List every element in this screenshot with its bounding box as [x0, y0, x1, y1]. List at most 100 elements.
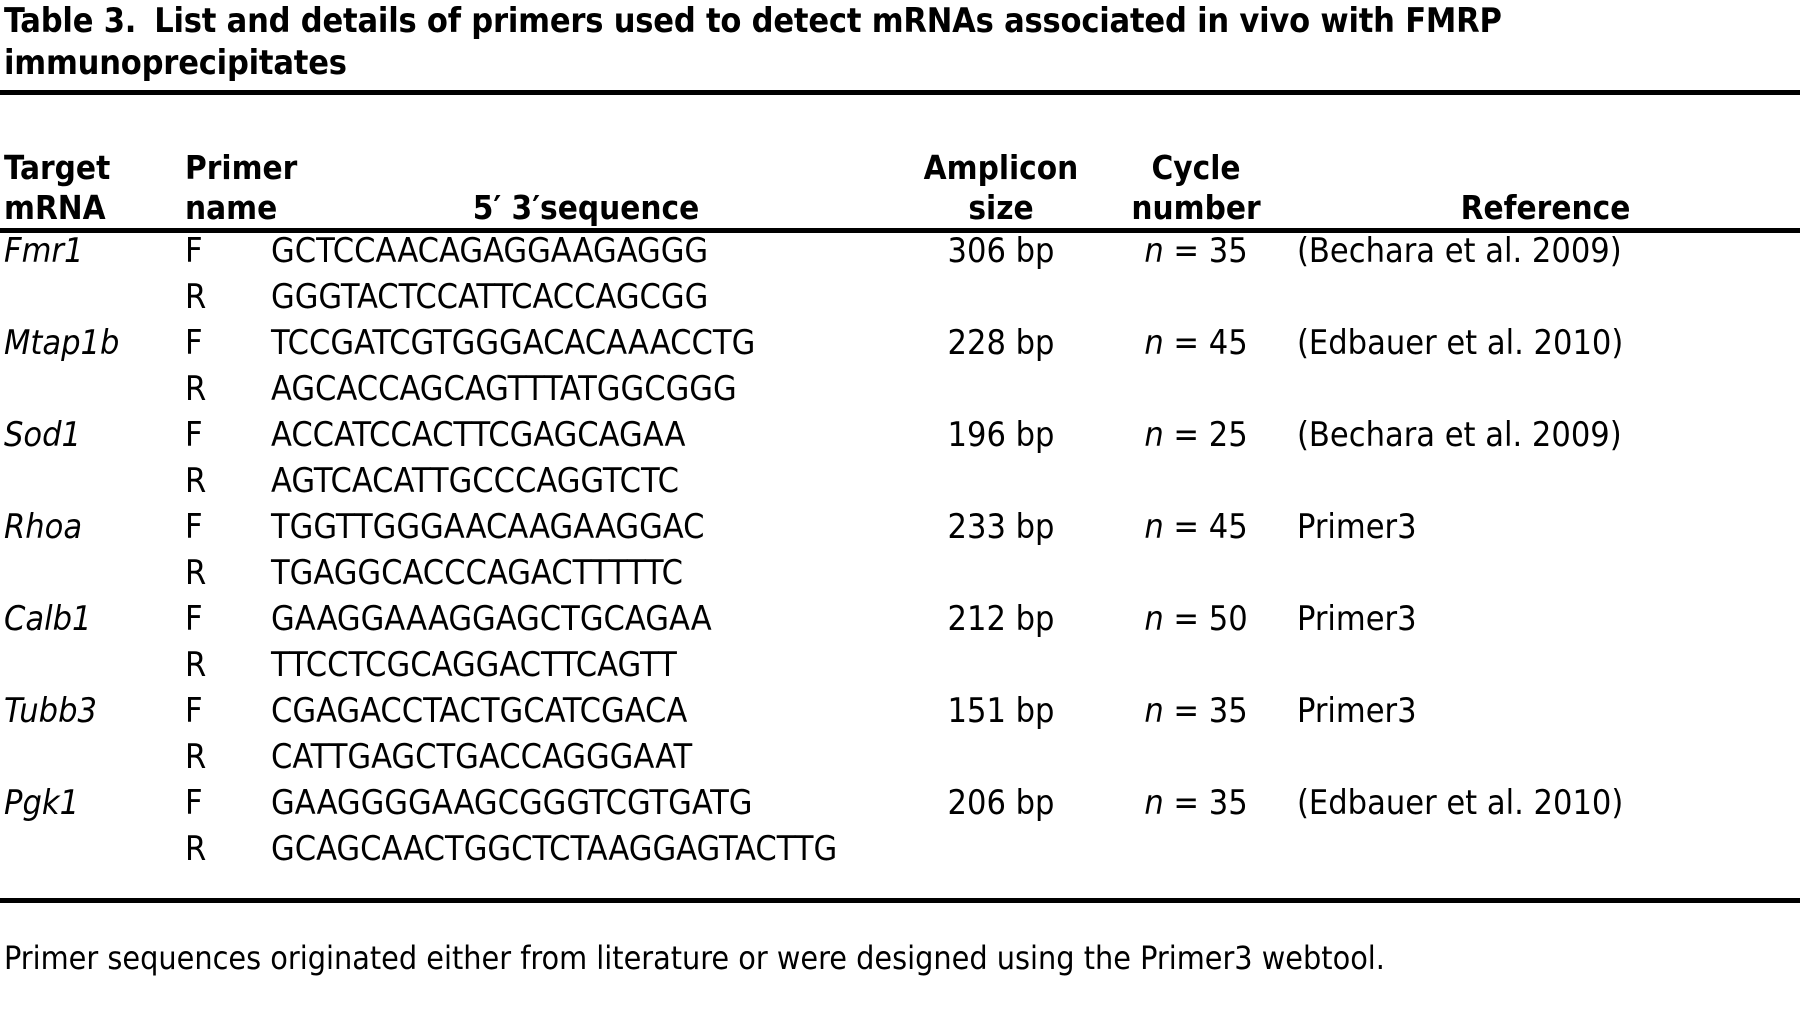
cell-sequence-reverse: AGTCACATTGCCCAGGTCTC [271, 461, 680, 501]
cell-reference: Primer3 [1297, 691, 1417, 731]
cell-primer-direction-forward: F [185, 507, 203, 547]
cycle-n-symbol: n [1144, 231, 1164, 271]
column-header-target-line2: mRNA [4, 188, 106, 227]
cell-reference-continued [1291, 366, 1800, 412]
cell-reference: (Bechara et al. 2009) [1297, 415, 1622, 455]
cell-cycle-number: n = 25 [1101, 412, 1291, 458]
cell-cycle-number-continued [1101, 458, 1291, 504]
column-header-primer-name: Primer name [185, 100, 298, 228]
table-row: Mtap1b F TCCGATCGTGGGACACAAACCTG 228 bp n = … [0, 320, 1800, 366]
cell-cycle-number: n = 45 [1101, 320, 1291, 366]
cell-sequence-forward: TGGTTGGGAACAAGAAGGAC [271, 507, 705, 547]
cell-amplicon-size-continued [901, 458, 1101, 504]
table-row: R TGAGGCACCCAGACTTTTTC [0, 550, 1800, 596]
column-header-amplicon-line2: size [968, 188, 1034, 227]
cell-reference-continued [1291, 734, 1800, 780]
cycle-value: = 35 [1173, 691, 1248, 731]
cell-amplicon-size-continued [901, 642, 1101, 688]
cell-primer-direction-forward: F [185, 323, 203, 363]
cell-primer-direction-reverse: R [185, 277, 207, 317]
cell-amplicon-size: 306 bp [947, 231, 1055, 271]
cell-sequence-reverse: TTCCTCGCAGGACTTCAGTT [271, 645, 677, 685]
cell-target-mrna: Sod1 [4, 415, 82, 455]
cell-sequence-reverse: TGAGGCACCCAGACTTTTTC [271, 553, 683, 593]
cell-amplicon-size: 212 bp [947, 599, 1055, 639]
column-header-reference: Reference [1460, 188, 1631, 227]
cycle-n-symbol: n [1144, 599, 1164, 639]
cell-reference-continued [1291, 458, 1800, 504]
cell-primer-direction-forward: F [185, 599, 203, 639]
table-row: R GGGTACTCCATTCACCAGCGG [0, 274, 1800, 320]
cell-cycle-number-continued [1101, 366, 1291, 412]
cell-target-mrna: Fmr1 [4, 231, 84, 271]
cell-amplicon-size-continued [901, 734, 1101, 780]
column-header-cycle-line1: Cycle [1151, 148, 1241, 187]
cycle-value: = 35 [1173, 231, 1248, 271]
cycle-value: = 45 [1173, 507, 1248, 547]
cell-target-mrna-continued [0, 734, 185, 780]
cell-reference: (Edbauer et al. 2010) [1297, 323, 1624, 363]
cell-sequence-forward: TCCGATCGTGGGACACAAACCTG [271, 323, 756, 363]
cell-cycle-number: n = 35 [1101, 688, 1291, 734]
cell-amplicon-size-continued [901, 826, 1101, 872]
column-header-cycle-line2: number [1131, 188, 1261, 227]
cell-primer-direction-reverse: R [185, 553, 207, 593]
table-row: R AGTCACATTGCCCAGGTCTC [0, 458, 1800, 504]
cell-sequence-forward: GCTCCAACAGAGGAAGAGGG [271, 231, 709, 271]
cell-reference: Primer3 [1297, 507, 1417, 547]
cell-target-mrna-continued [0, 458, 185, 504]
cell-amplicon-size-continued [901, 366, 1101, 412]
table-row: R CATTGAGCTGACCAGGGAAT [0, 734, 1800, 780]
cell-amplicon-size: 196 bp [947, 415, 1055, 455]
cell-cycle-number-continued [1101, 550, 1291, 596]
cycle-n-symbol: n [1144, 783, 1164, 823]
table-row: R AGCACCAGCAGTTTATGGCGGG [0, 366, 1800, 412]
cycle-n-symbol: n [1144, 415, 1164, 455]
cell-sequence-reverse: AGCACCAGCAGTTTATGGCGGG [271, 369, 737, 409]
cell-amplicon-size: 228 bp [947, 323, 1055, 363]
cell-sequence-reverse: GGGTACTCCATTCACCAGCGG [271, 277, 709, 317]
table-header-row: Target mRNA Primer name 5′ 3′sequence Am… [0, 100, 1800, 228]
cell-target-mrna: Rhoa [4, 507, 83, 547]
cycle-value: = 50 [1173, 599, 1248, 639]
cell-amplicon-size-continued [901, 274, 1101, 320]
cell-sequence-reverse: GCAGCAACTGGCTCTAAGGAGTACTTG [271, 829, 838, 869]
cell-target-mrna: Pgk1 [4, 783, 80, 823]
cell-amplicon-size-continued [901, 550, 1101, 596]
cell-sequence-forward: ACCATCCACTTCGAGCAGAA [271, 415, 686, 455]
cell-primer-direction-reverse: R [185, 829, 207, 869]
cell-reference-continued [1291, 274, 1800, 320]
cell-primer-direction-forward: F [185, 231, 203, 271]
cell-target-mrna: Tubb3 [4, 691, 97, 731]
cycle-n-symbol: n [1144, 691, 1164, 731]
rule-top-border [0, 90, 1800, 95]
cell-primer-direction-reverse: R [185, 737, 207, 777]
cell-primer-direction-reverse: R [185, 461, 207, 501]
cell-cycle-number: n = 45 [1101, 504, 1291, 550]
table-footnote: Primer sequences originated either from … [4, 939, 1385, 977]
cell-sequence-forward: CGAGACCTACTGCATCGACA [271, 691, 688, 731]
cell-reference: Primer3 [1297, 599, 1417, 639]
cell-reference-continued [1291, 826, 1800, 872]
table-caption: Table 3.List and details of primers used… [4, 0, 1796, 84]
cell-target-mrna-continued [0, 274, 185, 320]
cell-target-mrna: Mtap1b [4, 323, 120, 363]
table-row: R GCAGCAACTGGCTCTAAGGAGTACTTG [0, 826, 1800, 872]
cell-cycle-number-continued [1101, 734, 1291, 780]
rule-bottom-border [0, 898, 1800, 903]
cycle-value: = 45 [1173, 323, 1248, 363]
primers-table: Target mRNA Primer name 5′ 3′sequence Am… [0, 100, 1800, 872]
cell-amplicon-size: 151 bp [947, 691, 1055, 731]
cell-primer-direction-reverse: R [185, 369, 207, 409]
cell-sequence-forward: GAAGGGGAAGCGGGTCGTGATG [271, 783, 753, 823]
column-header-primer-line1: Primer [185, 148, 298, 187]
cell-cycle-number: n = 50 [1101, 596, 1291, 642]
cell-sequence-reverse: CATTGAGCTGACCAGGGAAT [271, 737, 693, 777]
cell-amplicon-size: 206 bp [947, 783, 1055, 823]
column-header-amplicon-size: Amplicon size [901, 100, 1101, 228]
